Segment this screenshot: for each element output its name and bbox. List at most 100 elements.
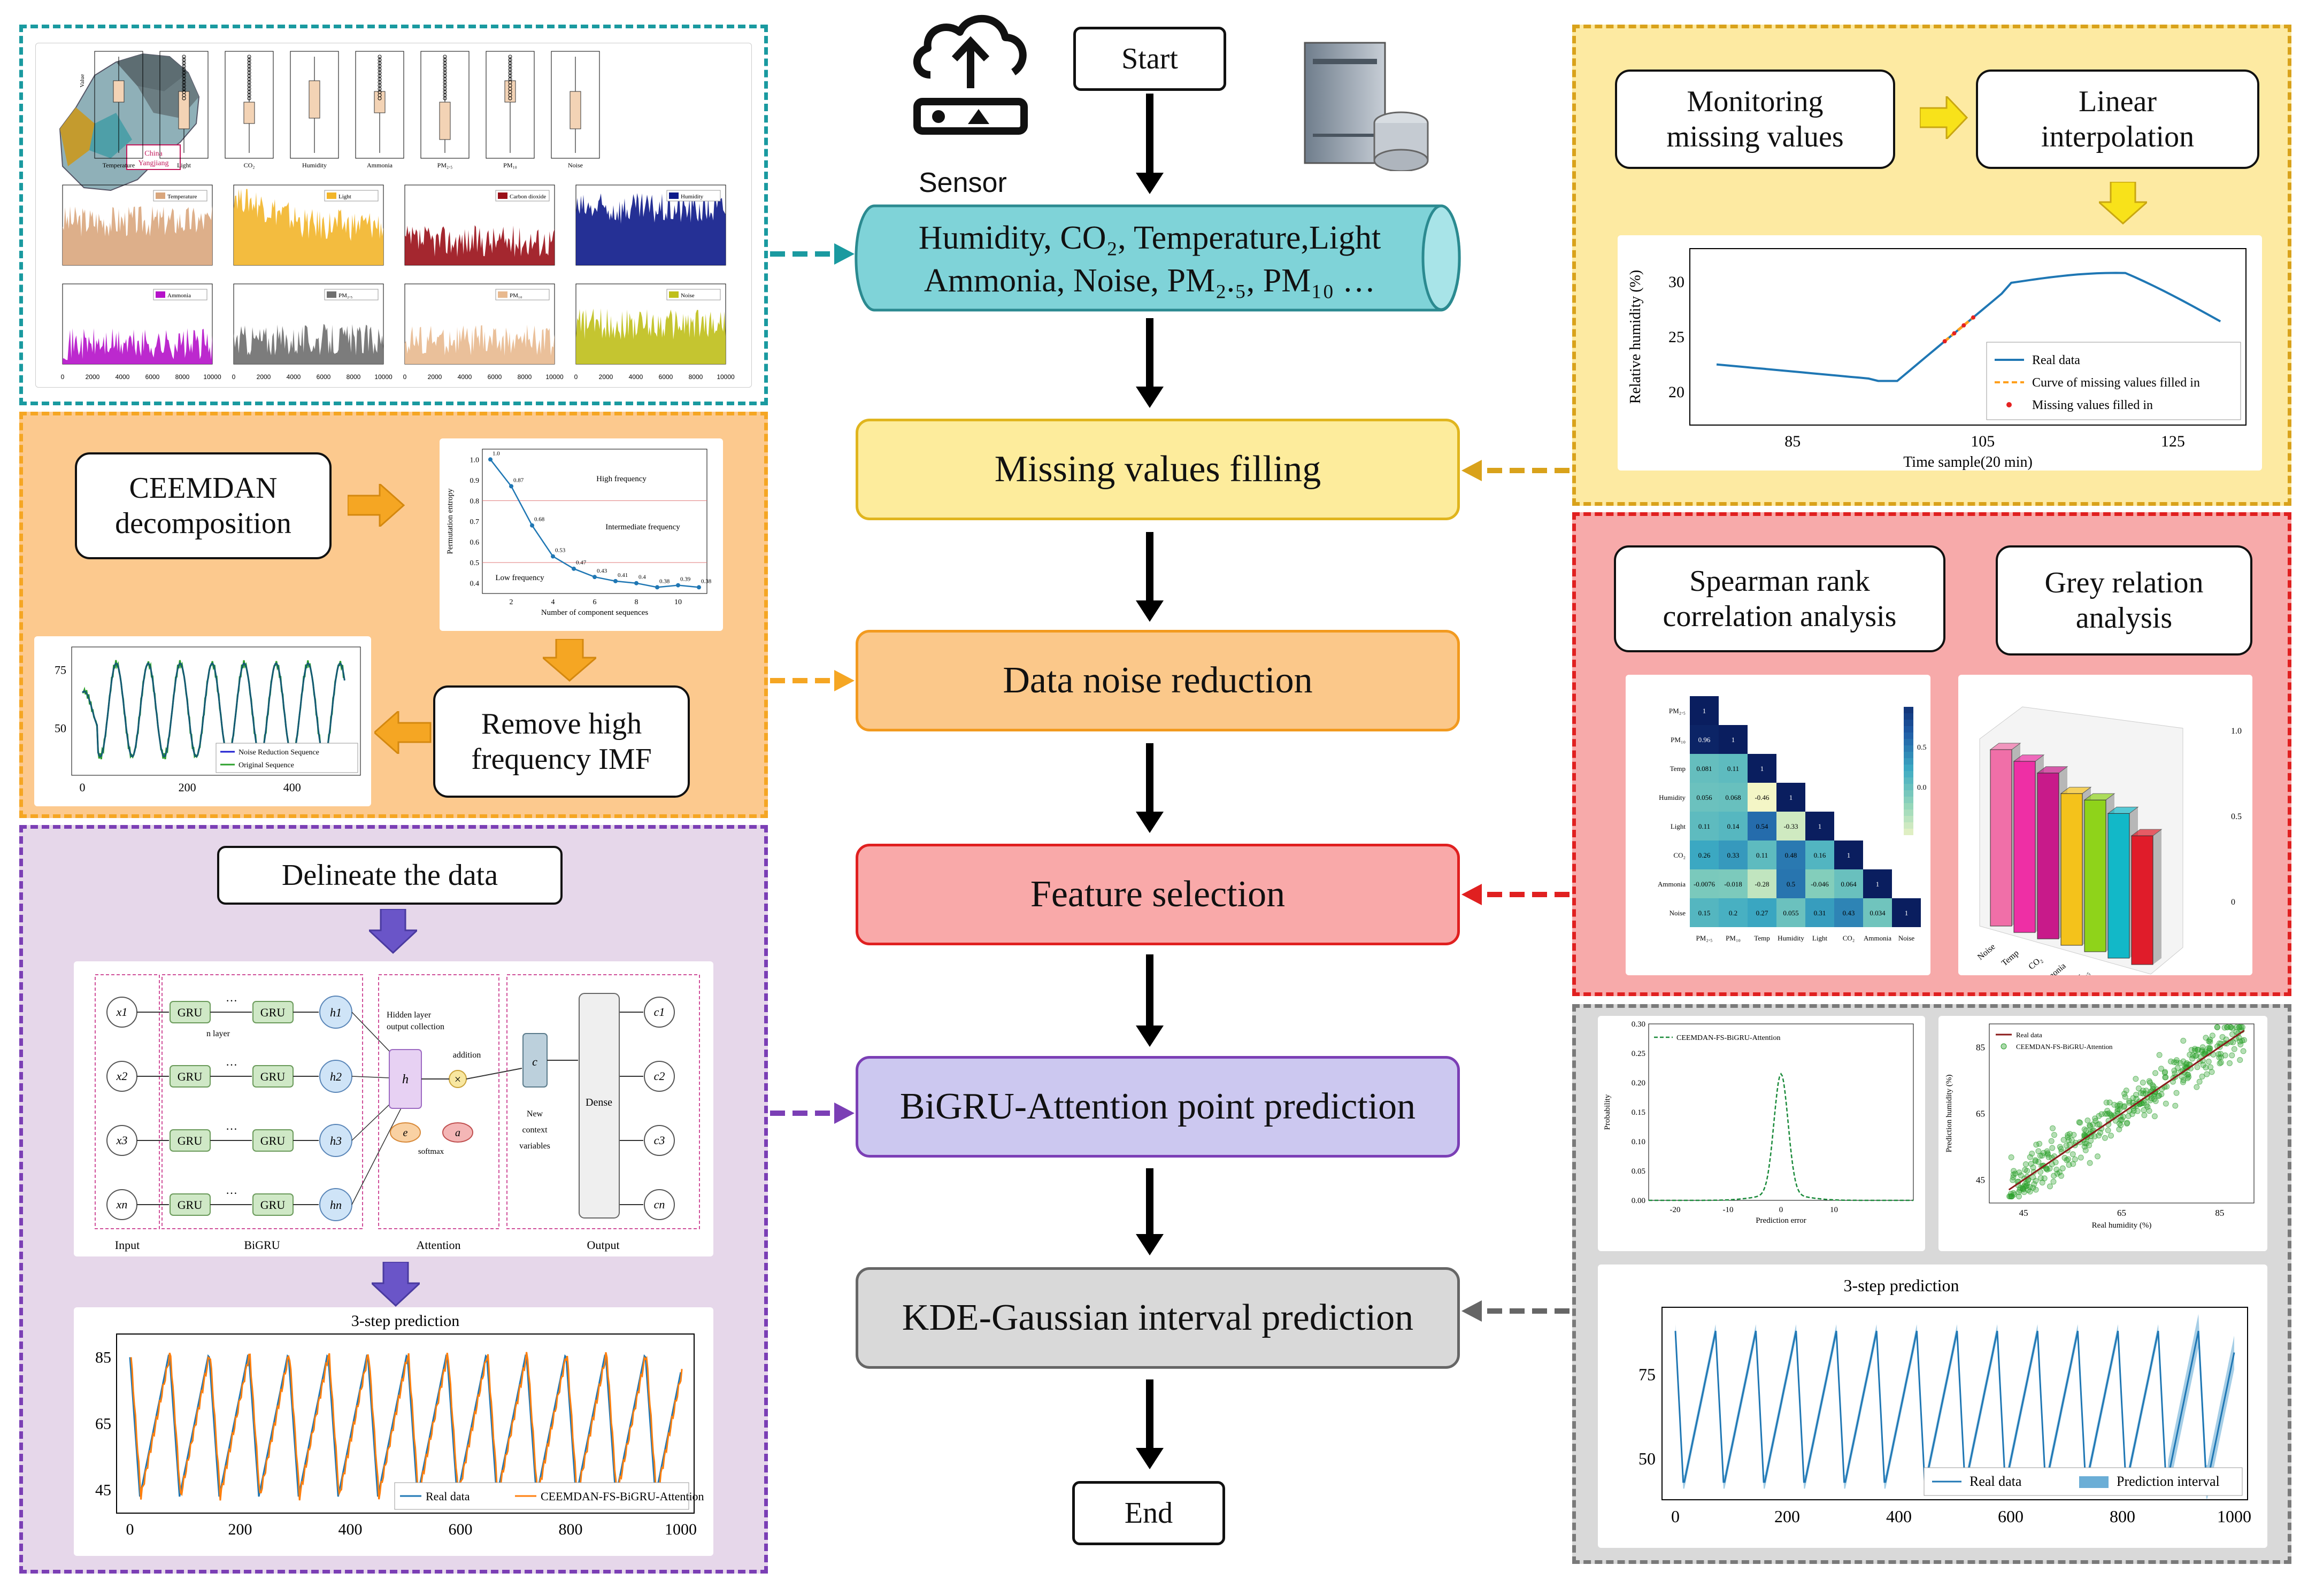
section-label: Attention	[416, 1238, 460, 1252]
series-legend-label: Carbon dioxide	[510, 194, 546, 200]
map-label-line1: China	[144, 150, 163, 158]
scatter-point	[2179, 1074, 2185, 1080]
e-node	[390, 1122, 421, 1143]
grey-relation-bar	[2013, 761, 2036, 933]
scatter-point	[2049, 1125, 2056, 1131]
region-label: High frequency	[596, 475, 647, 483]
x-tick: 85	[1784, 433, 1801, 450]
scatter-point	[2041, 1175, 2048, 1182]
scatter-point	[2203, 1064, 2209, 1070]
series-legend-box	[153, 289, 207, 300]
legend-box	[394, 1482, 689, 1510]
entropy-point	[676, 583, 680, 588]
legend-label: Real data	[1970, 1474, 2022, 1489]
x-tick: 8	[635, 598, 638, 606]
series-legend-label: Ammonia	[167, 292, 191, 299]
boxplot-frame	[225, 51, 274, 159]
y-tick: 0.4	[470, 580, 480, 588]
x-tick: 105	[1971, 433, 1995, 450]
x-tick: 0	[232, 373, 236, 381]
filled-curve-line	[1944, 316, 1974, 343]
series-legend-swatch	[327, 192, 336, 199]
grey-relation-bar	[2107, 813, 2130, 959]
scatter-point	[2048, 1138, 2055, 1144]
scatter-point	[2163, 1100, 2169, 1107]
x-tick: 200	[228, 1521, 252, 1538]
a-node-label: a	[455, 1127, 460, 1139]
scatter-point	[2066, 1162, 2072, 1168]
h-vector-label: h	[402, 1073, 409, 1086]
heatmap-value: 0.068	[1725, 793, 1741, 801]
heatmap-cell	[1748, 841, 1776, 869]
scatter-point	[2092, 1115, 2098, 1122]
scatter-point	[2125, 1113, 2132, 1119]
scatter-point	[2138, 1090, 2144, 1096]
x-tick: -10	[1723, 1206, 1734, 1214]
heatmap-value: 0.27	[1756, 909, 1768, 917]
colorbar-segment	[1904, 777, 1913, 784]
gru-cell-label: GRU	[260, 1134, 286, 1147]
x-tick: 65	[2117, 1208, 2126, 1218]
colorbar-segment	[1904, 784, 1913, 790]
legend-label: Noise Reduction Sequence	[239, 749, 319, 757]
y-tick: 1.0	[470, 456, 480, 464]
heatmap-col-label: Light	[1812, 934, 1828, 942]
boxplot-label: Noise	[568, 161, 583, 169]
heatmap-cell	[1748, 812, 1776, 841]
y-tick: 0.6	[470, 539, 480, 547]
interpolation-box: Linear interpolation	[1976, 70, 2259, 169]
scatter-point	[2206, 1045, 2213, 1051]
heatmap-value: 0.055	[1783, 909, 1798, 917]
section-label: Output	[587, 1238, 619, 1252]
output-frame	[506, 974, 700, 1229]
noise-reduction-node: Data noise reduction	[856, 630, 1460, 731]
heatmap-cell	[1748, 869, 1776, 898]
scatter-point	[2124, 1120, 2130, 1126]
x-tick: 2000	[428, 373, 442, 381]
z-tick: 0.5	[2231, 812, 2242, 821]
z-tick: 1.0	[2231, 727, 2242, 736]
y-tick: 0.00	[1632, 1197, 1645, 1205]
y-tick: 0.30	[1632, 1020, 1645, 1029]
scatter-point	[2238, 1024, 2244, 1030]
output-node-label: c2	[654, 1069, 665, 1083]
x-tick: 400	[283, 781, 301, 794]
outlier-point	[443, 96, 447, 101]
heatmap-cell	[1776, 869, 1805, 898]
scatter-point	[2050, 1178, 2057, 1185]
scatter-point	[2174, 1065, 2181, 1071]
bar-label: Temp	[2000, 949, 2021, 968]
heatmap-cell	[1834, 869, 1863, 898]
entropy-value: 1.0	[493, 450, 500, 457]
x-tick: 6000	[145, 373, 160, 381]
y-tick: 0.10	[1632, 1138, 1645, 1146]
scatter-point	[2191, 1046, 2198, 1052]
sensor-label: Sensor	[919, 167, 1007, 198]
boxplot-frame	[355, 51, 404, 159]
kde-node: KDE-Gaussian interval prediction	[856, 1267, 1460, 1369]
input-node-label: x3	[116, 1134, 128, 1147]
heatmap-value: 1	[1760, 765, 1764, 773]
heatmap-value: 1	[1876, 880, 1880, 888]
heatmap-cell	[1690, 869, 1719, 898]
heatmap-cell	[1719, 725, 1748, 754]
scatter-point	[2033, 1186, 2039, 1193]
series-legend-box	[495, 289, 550, 300]
scatter-point	[2061, 1155, 2068, 1161]
y-tick: 65	[95, 1415, 111, 1433]
x-tick: 0	[80, 781, 86, 794]
heatmap-value: 0.034	[1870, 909, 1886, 917]
scatter-point	[2168, 1058, 2174, 1065]
scatter-point	[2147, 1080, 2153, 1086]
legend-swatch	[2079, 1476, 2109, 1488]
entropy-value: 0.38	[701, 578, 712, 584]
ellipsis: …	[226, 1055, 237, 1068]
heatmap-cell	[1719, 869, 1748, 898]
x-tick: 2000	[257, 373, 271, 381]
scatter-point	[2146, 1108, 2152, 1114]
entropy-value: 0.87	[513, 477, 524, 483]
